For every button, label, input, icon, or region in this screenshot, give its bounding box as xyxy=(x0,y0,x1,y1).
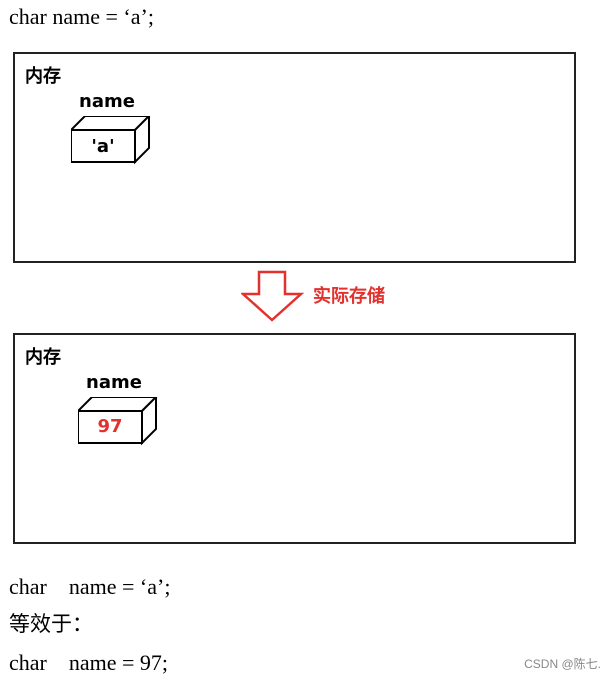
memory-box-bottom: 内存 name 97 xyxy=(13,333,576,544)
memory-title: 内存 xyxy=(25,66,61,87)
variable-name-label: name xyxy=(86,372,142,393)
memory-cell-value: 'a' xyxy=(91,136,115,157)
memory-cell-value: 97 xyxy=(97,416,123,437)
memory-title: 内存 xyxy=(25,347,61,368)
equivalent-to-label: 等效于： xyxy=(9,612,93,636)
watermark: CSDN @陈七. xyxy=(524,657,601,671)
code-declaration-char-97: char name = 97; xyxy=(9,650,169,675)
code-declaration-char-a-repeat: char name = ‘a’; xyxy=(9,574,171,599)
down-arrow-icon xyxy=(239,270,305,327)
memory-box-top: 内存 name 'a' xyxy=(13,52,576,263)
memory-cell-cube: 97 xyxy=(75,394,159,452)
actual-storage-label: 实际存储 xyxy=(313,286,385,307)
code-declaration-char-a: char name = ‘a’; xyxy=(9,4,154,29)
memory-cell-cube: 'a' xyxy=(68,113,152,171)
variable-name-label: name xyxy=(79,91,135,112)
